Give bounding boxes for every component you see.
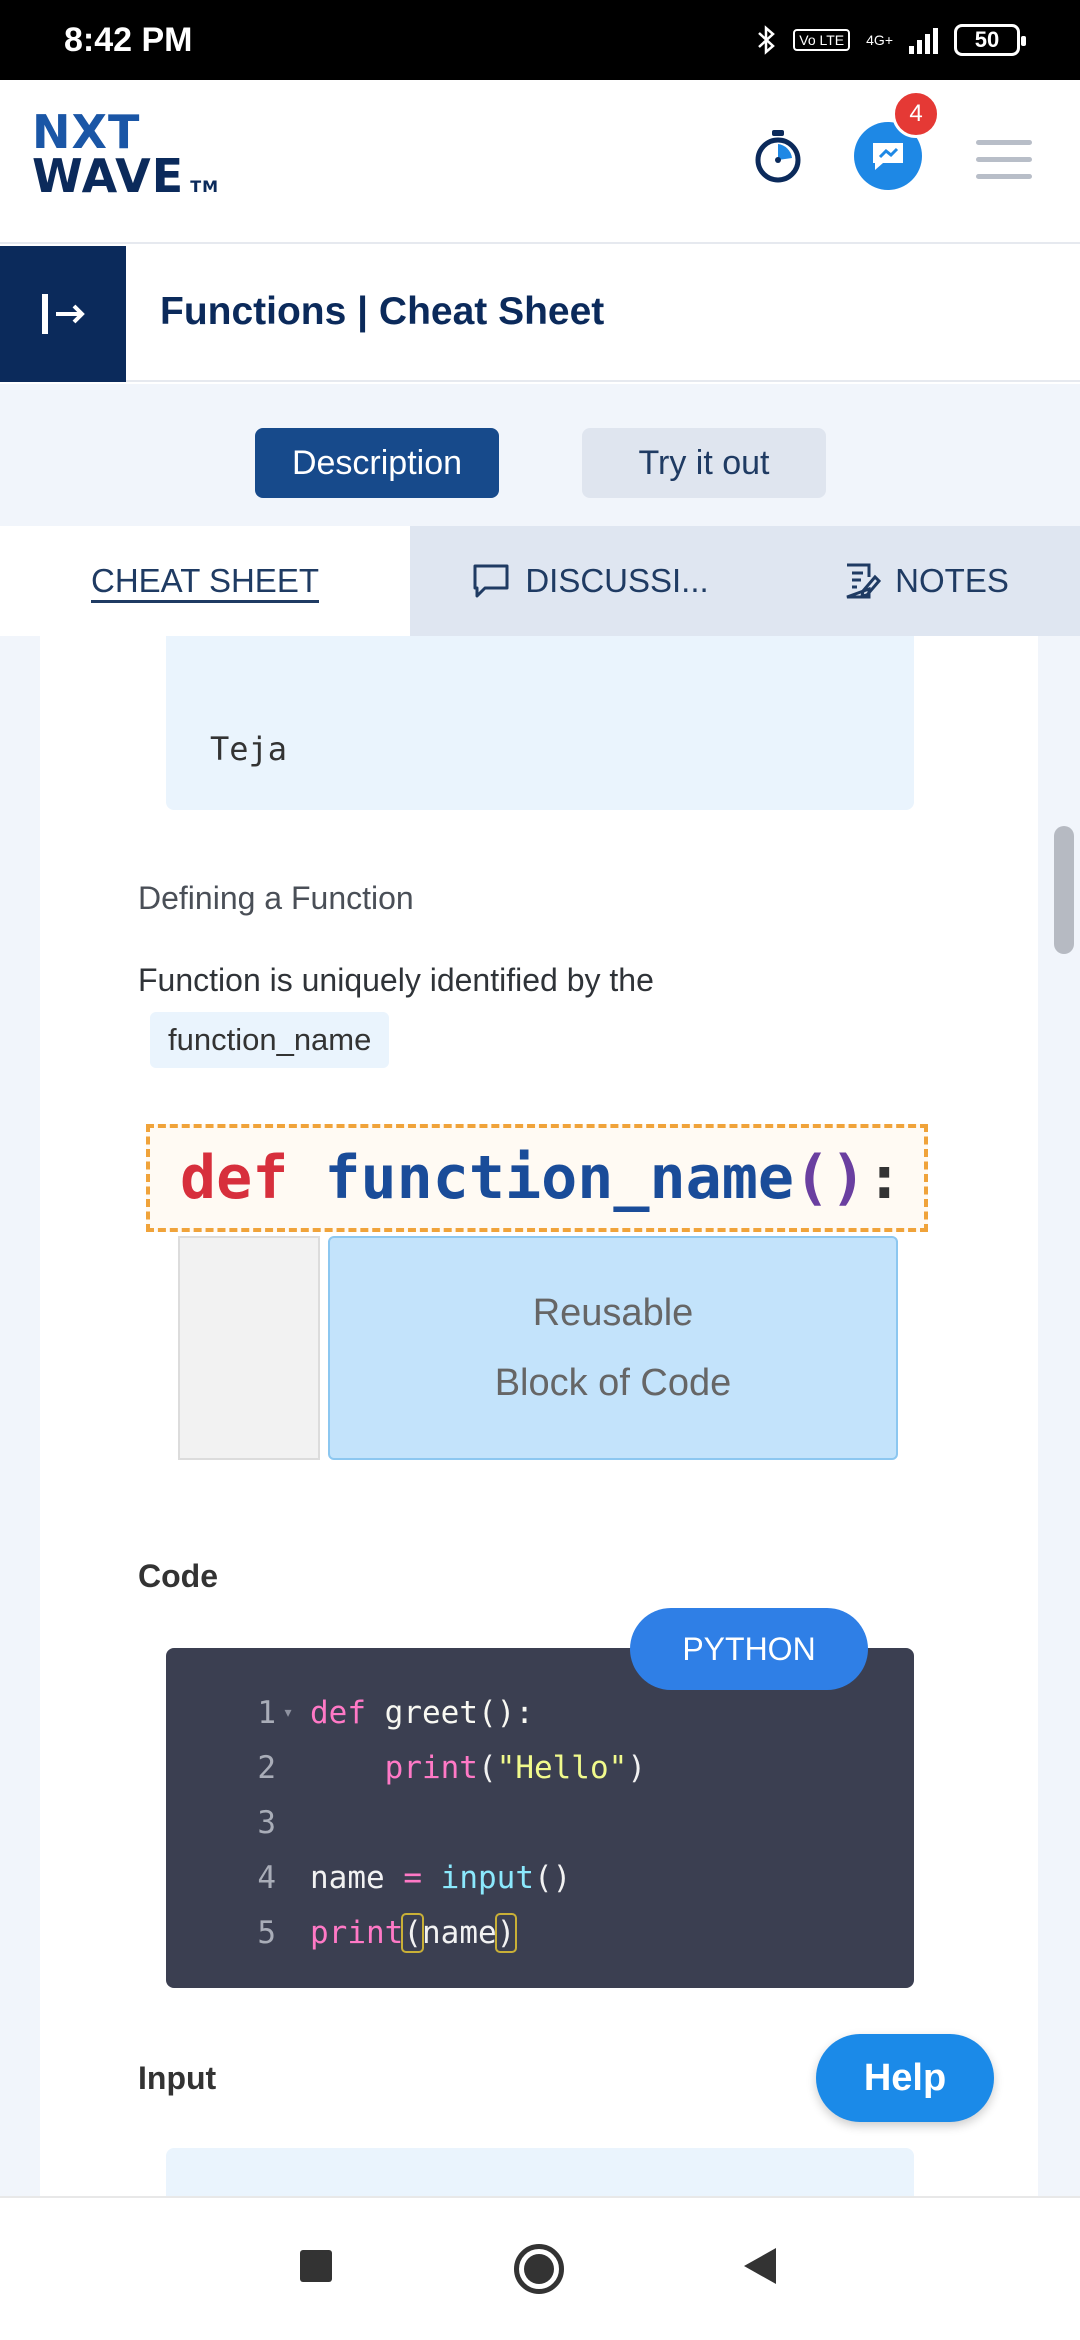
code-line: 5 print(name) [166, 1905, 914, 1960]
inline-code-function-name: function_name [150, 1012, 390, 1068]
bluetooth-icon [757, 24, 777, 56]
diagram-block-line2: Block of Code [494, 1362, 732, 1404]
status-icons: Vo LTE 4G+ 50 [757, 24, 1026, 56]
notes-icon [846, 563, 882, 599]
tab-notes[interactable]: NOTES [770, 526, 1080, 636]
diagram-parentheses: () [793, 1143, 867, 1213]
code-text: name = input() [310, 1859, 572, 1896]
arrow-right-bar-icon [42, 294, 85, 334]
battery-icon: 50 [954, 24, 1026, 56]
input-box [166, 2148, 914, 2196]
diagram-def-keyword: def [180, 1143, 289, 1213]
defining-function-paragraph: Function is uniquely identified by the [138, 962, 654, 998]
recent-apps-icon[interactable] [300, 2250, 332, 2282]
back-icon[interactable] [744, 2248, 776, 2284]
diagram-colon: : [866, 1143, 903, 1213]
try-it-out-button[interactable]: Try it out [582, 428, 826, 498]
defining-function-heading: Defining a Function [138, 880, 414, 916]
chat-button[interactable] [854, 122, 922, 190]
network-type: 4G+ [866, 32, 893, 48]
tab-cheat-sheet-label: CHEAT SHEET [91, 562, 319, 599]
cheat-sheet-content[interactable]: Teja Defining a Function Function is uni… [40, 636, 1038, 2196]
diagram-indentation [178, 1236, 320, 1460]
help-button[interactable]: Help [816, 2034, 994, 2122]
output-text: Teja [210, 730, 288, 768]
description-button[interactable]: Description [255, 428, 499, 498]
signal-icon [909, 26, 938, 54]
code-line: 3 [166, 1795, 914, 1850]
chat-icon [873, 143, 903, 170]
logo-bottom-text: WAVE [32, 149, 185, 203]
logo-top: NXT [32, 105, 141, 159]
input-heading: Input [138, 2060, 217, 2096]
status-time: 8:42 PM [64, 20, 193, 59]
diagram-function-name: function_name [324, 1143, 794, 1213]
code-line: 1 ▾ def greet(): [166, 1685, 914, 1740]
line-number: 5 [257, 1914, 276, 1951]
code-text: def greet(): [310, 1694, 534, 1731]
line-number: 1 [257, 1694, 276, 1731]
hamburger-menu-icon[interactable] [976, 140, 1032, 180]
status-bar: 8:42 PM Vo LTE 4G+ 50 [0, 0, 1080, 80]
system-navigation-bar [0, 2196, 1080, 2340]
content-tabs: CHEAT SHEET DISCUSSI... NOTES [0, 526, 1080, 636]
code-editor[interactable]: 1 ▾ def greet(): 2 print("Hello") 3 4 na… [166, 1648, 914, 1988]
volte-icon: Vo LTE [793, 29, 851, 51]
tab-discussions[interactable]: DISCUSSI... [410, 526, 770, 636]
code-heading: Code [138, 1558, 218, 1594]
mode-switch: Description Try it out [0, 384, 1080, 526]
expand-sidebar-button[interactable] [0, 246, 126, 382]
code-line: 4 name = input() [166, 1850, 914, 1905]
code-line: 2 print("Hello") [166, 1740, 914, 1795]
scrollbar-thumb[interactable] [1054, 826, 1074, 954]
page-title: Functions | Cheat Sheet [160, 290, 605, 333]
output-box: Teja [166, 636, 914, 810]
line-number: 3 [257, 1804, 276, 1841]
tab-discussions-label: DISCUSSI... [525, 562, 709, 599]
comment-icon [473, 564, 509, 598]
diagram-block-line1: Reusable [532, 1292, 694, 1334]
language-badge: PYTHON [630, 1608, 868, 1690]
chat-badge: 4 [892, 90, 940, 138]
fold-arrow-icon[interactable]: ▾ [282, 1702, 294, 1723]
code-text: print(name) [310, 1912, 518, 1953]
tab-notes-label: NOTES [895, 562, 1009, 599]
logo-tm: TM [190, 177, 220, 196]
code-text: print("Hello") [384, 1749, 646, 1786]
diagram-code-block: Reusable Block of Code [328, 1236, 898, 1460]
line-number: 4 [257, 1859, 276, 1896]
title-bar: Functions | Cheat Sheet [0, 246, 1080, 382]
tab-cheat-sheet[interactable]: CHEAT SHEET [0, 526, 410, 636]
stopwatch-icon[interactable] [752, 128, 804, 184]
function-definition-diagram: def function_name () : [146, 1124, 928, 1232]
line-number: 2 [257, 1749, 276, 1786]
home-icon[interactable] [514, 2244, 564, 2294]
